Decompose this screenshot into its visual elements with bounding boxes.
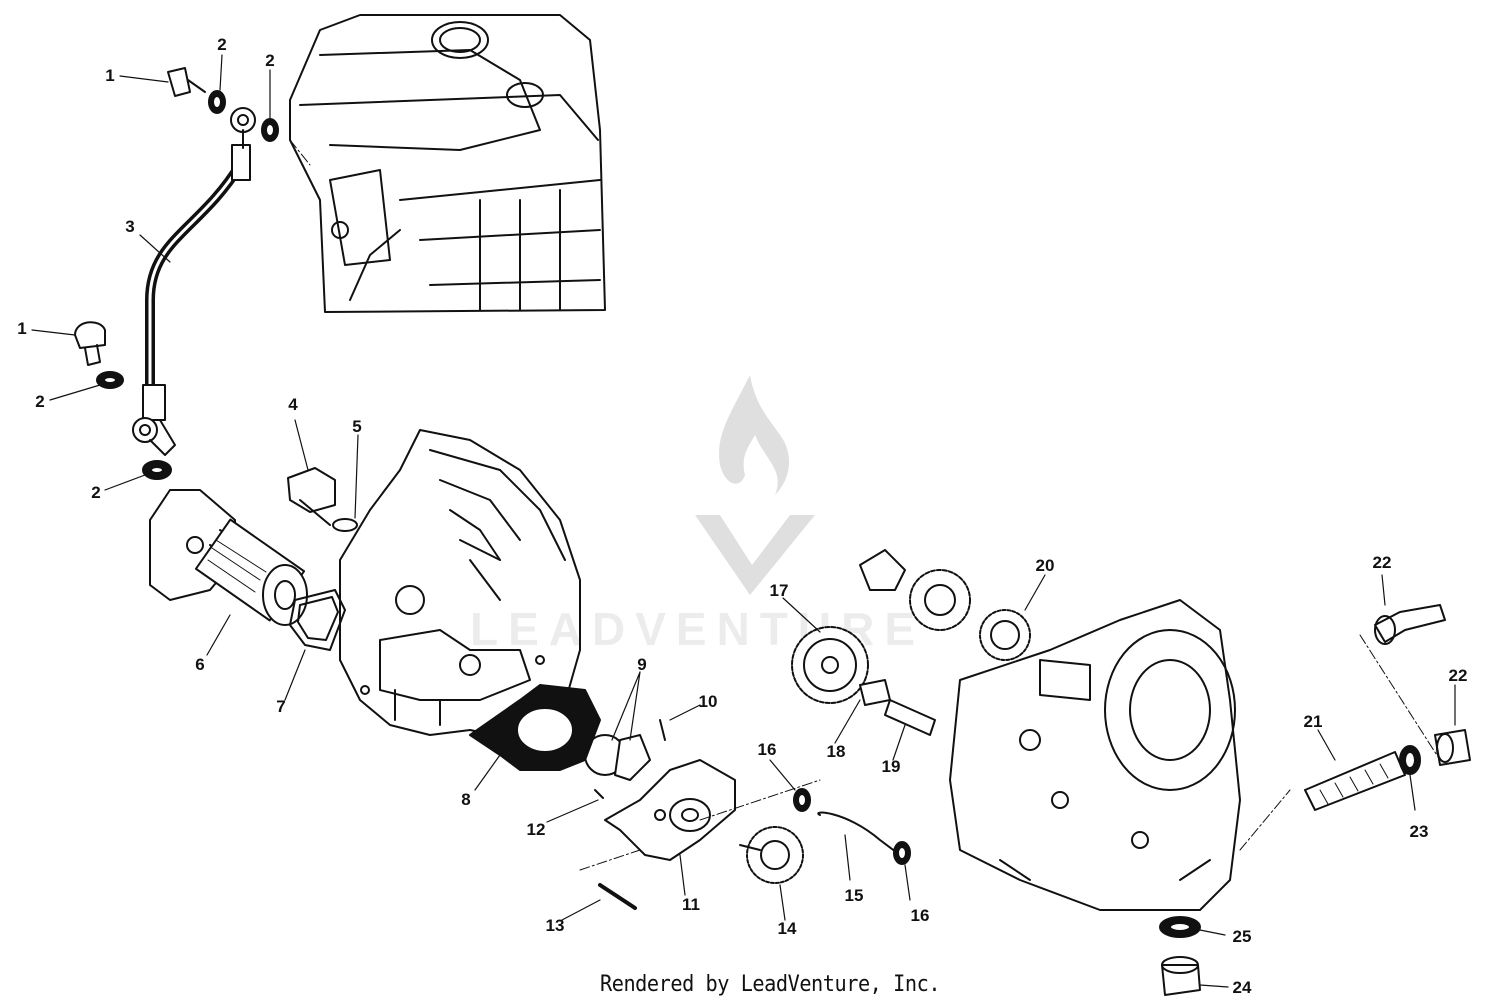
callout-label: 6 <box>195 655 205 674</box>
callout-label: 7 <box>276 697 286 716</box>
oil-hose-illustration <box>132 107 256 456</box>
callout-label: 2 <box>217 35 227 54</box>
callout-label: 1 <box>17 319 27 338</box>
banjo-bolt-upper <box>167 67 279 142</box>
callout-label: 22 <box>1448 666 1468 685</box>
callout-label: 24 <box>1232 978 1252 997</box>
oil-pump-illustration <box>584 719 911 910</box>
callout-label: 11 <box>682 895 700 914</box>
callout-label: 17 <box>769 581 789 600</box>
callout-label: 4 <box>288 395 298 414</box>
callout-label: 19 <box>881 757 901 776</box>
callout-label: 14 <box>777 919 797 938</box>
callout-label: 16 <box>910 906 930 925</box>
footer-credit: Rendered by LeadVenture, Inc. <box>600 972 941 997</box>
callout-label: 2 <box>265 51 275 70</box>
strainer-illustration <box>1159 604 1471 996</box>
oil-filter-illustration <box>149 489 346 651</box>
callout-label: 9 <box>637 655 647 674</box>
crankcase-illustration <box>339 429 581 741</box>
alignment-lines <box>289 139 1441 871</box>
callout-label: 21 <box>1303 712 1323 731</box>
leader-lines <box>31 54 1456 988</box>
callout-label: 22 <box>1372 553 1392 572</box>
callout-label: 2 <box>35 392 45 411</box>
callout-label: 1 <box>105 66 115 85</box>
cylinder-head-illustration <box>289 14 606 313</box>
callout-label: 15 <box>844 886 864 905</box>
gasket-illustration <box>469 684 601 771</box>
callout-label: 3 <box>125 217 135 236</box>
callout-label: 20 <box>1035 556 1055 575</box>
gear-train-illustration <box>791 549 1031 736</box>
banjo-bolt-lower <box>74 321 172 480</box>
callout-label: 23 <box>1409 822 1429 841</box>
callout-label: 10 <box>698 692 718 711</box>
callout-label: 16 <box>757 740 777 759</box>
callout-label: 12 <box>526 820 546 839</box>
watermark-logo-icon <box>695 375 815 595</box>
oil-switch-illustration <box>287 467 358 532</box>
callout-label: 8 <box>461 790 471 809</box>
crankcase-right-illustration <box>949 599 1241 911</box>
callout-label: 18 <box>826 742 846 761</box>
callout-label: 13 <box>545 916 565 935</box>
callout-label: 2 <box>91 483 101 502</box>
callout-label: 5 <box>352 417 362 436</box>
callout-label: 25 <box>1232 927 1252 946</box>
